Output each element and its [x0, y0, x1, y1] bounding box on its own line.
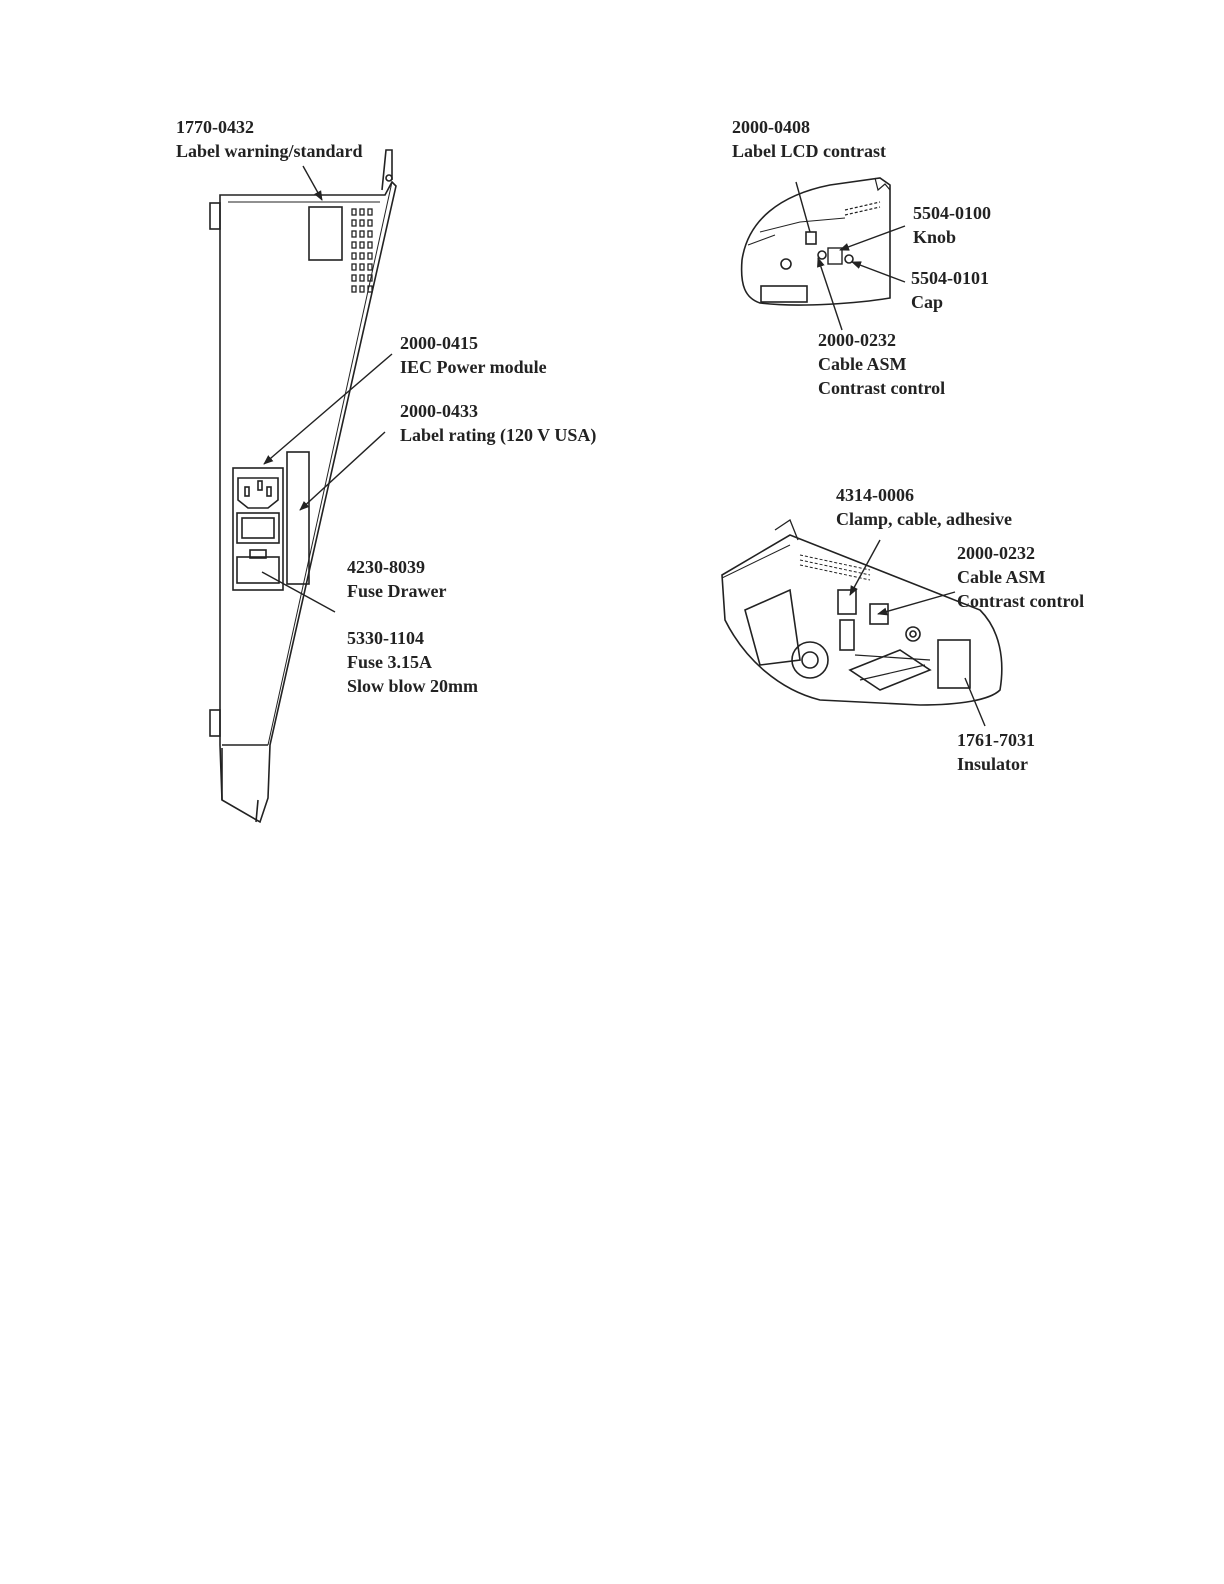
- callout-label-warning: 1770-0432 Label warning/standard: [176, 115, 363, 163]
- part-description: Cap: [911, 292, 944, 312]
- part-number: 2000-0433: [400, 401, 478, 421]
- part-description: Label warning/standard: [176, 141, 363, 161]
- part-description: Insulator: [957, 754, 1029, 774]
- contrast-control-drawing: [740, 177, 891, 306]
- part-description: IEC Power module: [400, 357, 547, 377]
- part-number: 1770-0432: [176, 117, 254, 137]
- part-description: Contrast control: [818, 378, 946, 398]
- rear-panel-drawing: [209, 149, 397, 824]
- part-number: 4314-0006: [836, 485, 914, 505]
- callout-cable-asm-top: 2000-0232 Cable ASM Contrast control: [818, 328, 945, 400]
- part-description: Cable ASM: [957, 567, 1046, 587]
- part-number: 1761-7031: [957, 730, 1035, 750]
- part-number: 5504-0100: [913, 203, 991, 223]
- part-description: Label rating (120 V USA): [400, 425, 597, 445]
- callout-knob: 5504-0100 Knob: [913, 201, 991, 249]
- callout-label-rating: 2000-0433 Label rating (120 V USA): [400, 399, 596, 447]
- part-description: Fuse 3.15A: [347, 652, 432, 672]
- part-description: Label LCD contrast: [732, 141, 886, 161]
- part-number: 2000-0415: [400, 333, 478, 353]
- part-description: Clamp, cable, adhesive: [836, 509, 1013, 529]
- callout-fuse-drawer: 4230-8039 Fuse Drawer: [347, 555, 446, 603]
- callout-cable-asm-bottom: 2000-0232 Cable ASM Contrast control: [957, 541, 1084, 613]
- part-number: 2000-0232: [818, 330, 896, 350]
- part-description: Cable ASM: [818, 354, 907, 374]
- part-number: 5330-1104: [347, 628, 425, 648]
- callout-cap: 5504-0101 Cap: [911, 266, 989, 314]
- part-description: Contrast control: [957, 591, 1085, 611]
- part-number: 5504-0101: [911, 268, 989, 288]
- part-description: Slow blow 20mm: [347, 676, 479, 696]
- part-number: 2000-0408: [732, 117, 810, 137]
- part-number: 2000-0232: [957, 543, 1035, 563]
- callout-fuse: 5330-1104 Fuse 3.15A Slow blow 20mm: [347, 626, 478, 698]
- part-number: 4230-8039: [347, 557, 425, 577]
- callout-clamp-cable: 4314-0006 Clamp, cable, adhesive: [836, 483, 1012, 531]
- callout-iec-power-module: 2000-0415 IEC Power module: [400, 331, 547, 379]
- part-description: Fuse Drawer: [347, 581, 447, 601]
- part-description: Knob: [913, 227, 957, 247]
- callout-insulator: 1761-7031 Insulator: [957, 728, 1035, 776]
- chassis-interior-drawing: [721, 519, 1003, 706]
- callout-label-lcd-contrast: 2000-0408 Label LCD contrast: [732, 115, 886, 163]
